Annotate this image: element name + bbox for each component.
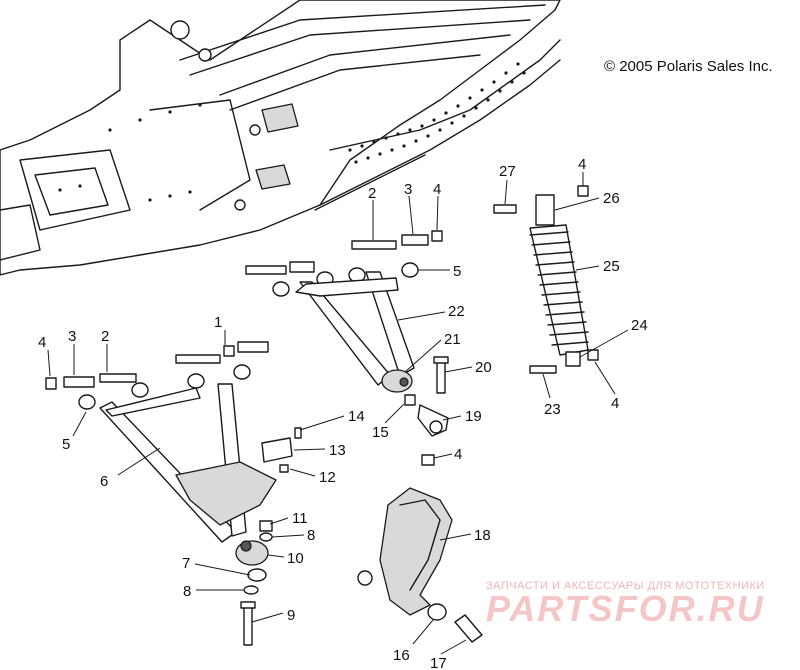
spindle-shaft-17 (454, 614, 483, 643)
lower-a-arm-assembly (45, 341, 277, 646)
callout-7: 7 (182, 555, 190, 572)
shock-lower-eye-24 (565, 351, 581, 367)
shock-nut-4-top (577, 185, 589, 197)
callout-26: 26 (603, 190, 620, 207)
callout-8-lower: 8 (183, 583, 191, 600)
callout-14: 14 (348, 408, 365, 425)
lower-bushing-5 (78, 394, 96, 410)
lower-sleeve-3 (63, 376, 95, 388)
callout-20: 20 (475, 359, 492, 376)
callout-19: 19 (465, 408, 482, 425)
callout-24: 24 (631, 317, 648, 334)
callout-4-spindle: 4 (454, 446, 462, 463)
watermark-logo: PARTSFOR.RU (486, 588, 765, 629)
upper-bushing-sleeve-3 (401, 234, 429, 246)
shock-lower-bolt-23 (529, 365, 557, 374)
callout-4-upper: 4 (433, 181, 441, 198)
lower-arm-gusset-plate (175, 461, 277, 526)
upper-rear-bolt (245, 265, 287, 275)
upper-a-arm-cross-tube (295, 277, 399, 297)
callout-16: 16 (393, 647, 410, 664)
callout-4-shock-top: 4 (578, 156, 586, 173)
callout-18: 18 (474, 527, 491, 544)
callout-27: 27 (499, 163, 516, 180)
leader-lines (47, 172, 629, 655)
callout-5-upper: 5 (453, 263, 461, 280)
callout-5-lower: 5 (62, 436, 70, 453)
callout-2-upper: 2 (368, 185, 376, 202)
lower-nut-4 (45, 377, 57, 390)
upper-a-arm-assembly (245, 230, 449, 437)
watermark-tagline: ЗАПЧАСТИ И АКСЕССУАРЫ ДЛЯ МОТОТЕХНИКИ (486, 580, 765, 592)
mount-bracket-group (261, 427, 302, 473)
snap-ring-7 (247, 568, 267, 582)
upper-bushing-rear-a (272, 281, 290, 297)
chassis-frame (0, 0, 561, 276)
callout-13: 13 (329, 442, 346, 459)
upper-pivot-bolt-2 (351, 240, 397, 250)
shock-bolt-27 (493, 204, 517, 214)
upper-bushing-5b (401, 262, 419, 278)
nut-12 (279, 464, 289, 473)
shock-coil-spring-25 (529, 224, 589, 356)
callout-17: 17 (430, 655, 447, 670)
callout-11: 11 (292, 510, 308, 527)
bolt-9 (243, 604, 253, 646)
callout-8-upper: 8 (307, 527, 315, 544)
callout-1: 1 (214, 314, 222, 331)
spindle-bushing-16 (427, 603, 447, 621)
lower-bolt-1 (175, 354, 221, 364)
upper-rear-sleeve (289, 261, 315, 273)
bracket-13 (261, 437, 293, 463)
spindle-nut-4 (421, 454, 435, 466)
shock-upper-mount-26 (535, 194, 555, 226)
lower-nut-11 (259, 520, 273, 532)
spindle-assembly (357, 454, 483, 643)
callout-4-lower: 4 (38, 334, 46, 351)
screw-14 (294, 427, 302, 439)
callout-23: 23 (544, 401, 561, 418)
washer-8b (243, 585, 259, 595)
lower-bolt-2 (99, 373, 137, 383)
callout-10: 10 (287, 550, 304, 567)
frame-perforation-pattern (58, 62, 526, 202)
callout-2-lower: 2 (101, 328, 109, 345)
copyright-notice: © 2005 Polaris Sales Inc. (604, 58, 773, 75)
spindle-18 (379, 487, 453, 616)
washer-8a (259, 532, 273, 542)
callout-3-upper: 3 (404, 181, 412, 198)
callout-15: 15 (372, 424, 389, 441)
lower-sleeve-1 (237, 341, 269, 353)
upper-nut-4 (431, 230, 443, 242)
callout-labels: 1 2 2 3 3 4 4 4 4 4 5 5 6 7 8 8 9 10 11 … (38, 156, 648, 670)
upper-a-arm-front-tube-22 (365, 271, 415, 377)
callout-9: 9 (287, 607, 295, 624)
callout-21: 21 (444, 331, 461, 348)
upper-arm-bolt-20 (436, 360, 446, 394)
callout-12: 12 (319, 469, 336, 486)
callout-22: 22 (448, 303, 465, 320)
callout-4-shock-bottom: 4 (611, 395, 619, 412)
callout-6: 6 (100, 473, 108, 490)
callout-25: 25 (603, 258, 620, 275)
shock-absorber-assembly (493, 185, 599, 374)
ball-joint-nut-15 (404, 394, 416, 406)
callout-3-lower: 3 (68, 328, 76, 345)
